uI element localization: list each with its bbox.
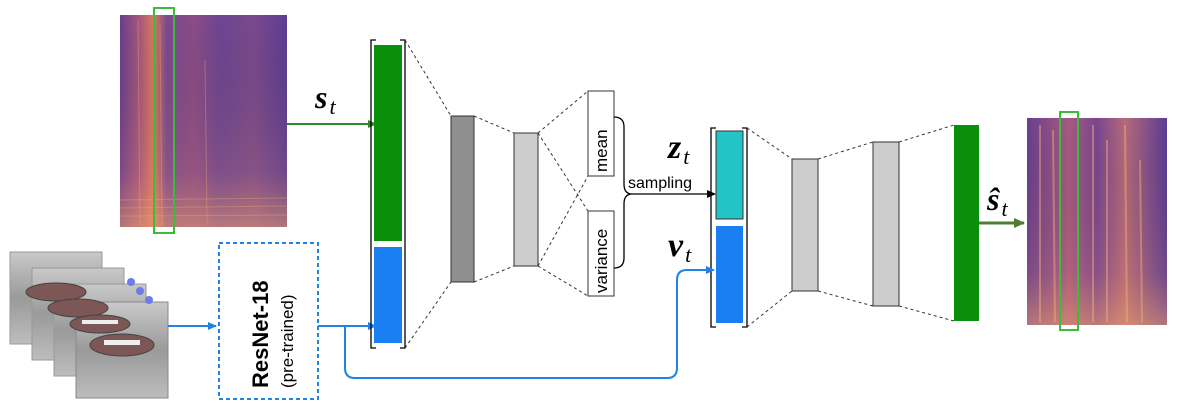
arrow-visual-skip <box>344 266 715 379</box>
speech-feature-block <box>374 45 402 241</box>
svg-text:variance: variance <box>592 229 611 293</box>
lip-frames <box>9 251 169 399</box>
svg-text:mean: mean <box>592 129 611 172</box>
encoder-input-vector <box>370 39 406 349</box>
visual-feature-block <box>374 247 402 343</box>
encoder-layer-2 <box>513 132 539 267</box>
label-v-t: vt <box>668 227 692 267</box>
encoder-layer-1 <box>450 115 475 283</box>
resnet-block: ResNet-18 (pre-trained) <box>218 242 319 400</box>
decoder-layer-1 <box>791 158 819 292</box>
latent-vector <box>710 127 748 328</box>
decoder-output-block <box>954 125 979 321</box>
variance-box: variance <box>587 210 615 297</box>
input-frame-highlight <box>153 7 175 234</box>
label-s-t: st <box>314 79 336 119</box>
sampling-brace <box>613 116 633 269</box>
mean-box: mean <box>587 90 615 177</box>
latent-z-block <box>715 130 744 220</box>
resnet-title: ResNet-18 <box>248 280 273 388</box>
output-spectrogram <box>1027 111 1167 331</box>
latent-v-block <box>716 226 743 323</box>
sampling-label: sampling <box>628 175 692 192</box>
resnet-subtitle: (pre-trained) <box>278 294 297 388</box>
input-spectrogram <box>119 7 288 234</box>
decoder-layer-2 <box>872 141 900 307</box>
label-z-t: zt <box>667 129 690 169</box>
label-s-hat: ŝt <box>986 181 1008 221</box>
output-frame-highlight <box>1059 111 1079 331</box>
